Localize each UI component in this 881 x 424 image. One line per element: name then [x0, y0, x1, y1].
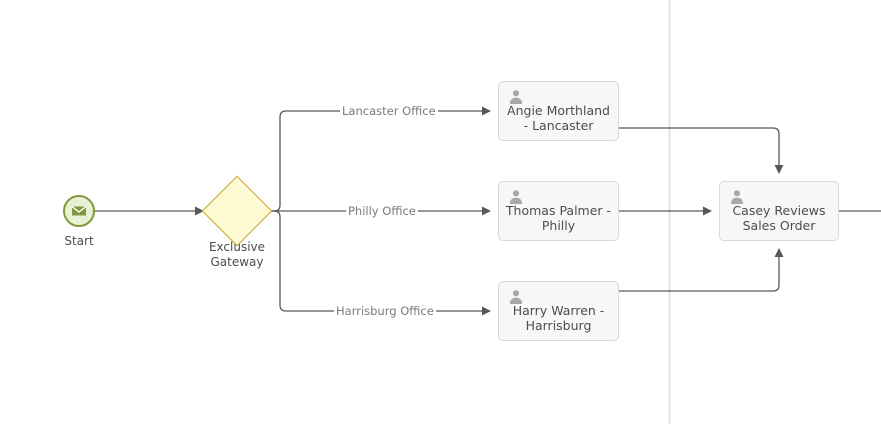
user-icon	[509, 290, 523, 304]
user-icon	[509, 190, 523, 204]
user-icon	[730, 190, 744, 204]
task-casey-label-line1: Casey Reviews	[732, 203, 826, 218]
task-thomas-palmer-philly[interactable]: Thomas Palmer - Philly	[498, 181, 619, 241]
envelope-icon	[71, 205, 87, 216]
flow-gateway-to-harry	[263, 210, 491, 316]
task-angie-label-line1: Angie Morthland	[507, 103, 610, 118]
task-casey-label-line2: Sales Order	[742, 218, 816, 233]
start-event-label: Start	[64, 234, 94, 248]
flow-angie-to-casey	[619, 127, 784, 174]
task-angie-label: Angie Morthland - Lancaster	[499, 103, 618, 133]
task-thomas-label-line1: Thomas Palmer -	[505, 203, 612, 218]
flow-label-philly-office: Philly Office	[346, 204, 418, 218]
start-event[interactable]	[63, 195, 95, 227]
task-thomas-label-line2: Philly	[541, 218, 576, 233]
task-casey-label: Casey Reviews Sales Order	[720, 203, 838, 233]
task-thomas-label: Thomas Palmer - Philly	[499, 203, 618, 233]
flow-harry-to-casey	[619, 248, 784, 292]
task-casey-reviews-sales-order[interactable]: Casey Reviews Sales Order	[719, 181, 839, 241]
flow-label-lancaster-office: Lancaster Office	[340, 104, 438, 118]
task-harry-label: Harry Warren - Harrisburg	[499, 303, 618, 333]
gateway-label-line2: Gateway	[210, 255, 264, 269]
exclusive-gateway-label: Exclusive Gateway	[177, 240, 297, 270]
flow-gateway-to-angie	[263, 106, 491, 212]
exclusive-gateway[interactable]	[201, 175, 273, 247]
task-angie-morthland-lancaster[interactable]: Angie Morthland - Lancaster	[498, 81, 619, 141]
task-harry-label-line2: Harrisburg	[525, 318, 592, 333]
gateway-label-line1: Exclusive	[208, 240, 266, 254]
task-harry-label-line1: Harry Warren -	[512, 303, 605, 318]
user-icon	[509, 90, 523, 104]
task-harry-warren-harrisburg[interactable]: Harry Warren - Harrisburg	[498, 281, 619, 341]
flow-label-harrisburg-office: Harrisburg Office	[334, 304, 436, 318]
task-angie-label-line2: - Lancaster	[523, 118, 594, 133]
